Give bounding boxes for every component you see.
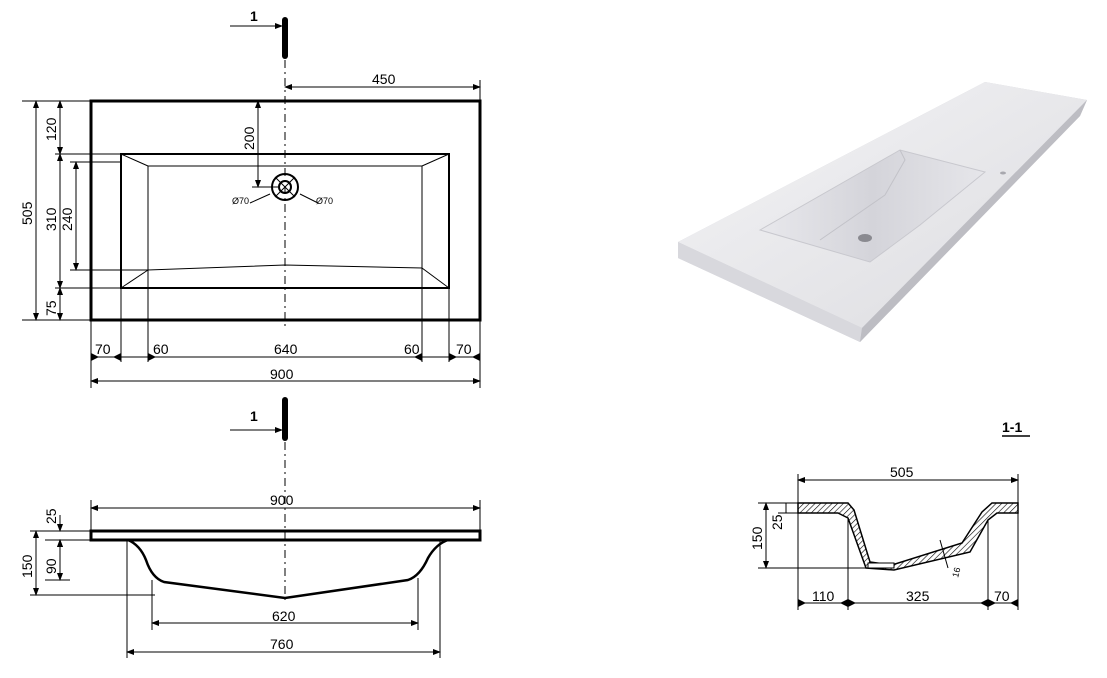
sink-3d-render <box>678 82 1087 342</box>
dim-120: 120 <box>43 117 59 141</box>
section-title: 1-1 <box>1002 419 1022 435</box>
section-marker-label: 1 <box>250 8 258 24</box>
dim-75: 75 <box>43 300 59 316</box>
dim-900-top: 900 <box>270 366 294 382</box>
hole-diameter-right: Ø70 <box>316 196 333 206</box>
dim-90-front: 90 <box>43 558 59 574</box>
front-view: 1 900 150 25 90 620 760 <box>19 397 482 658</box>
drain-hole <box>858 234 872 242</box>
bowl-profile <box>127 538 449 600</box>
dim-60-right: 60 <box>404 341 420 357</box>
dim-200: 200 <box>241 126 257 150</box>
section-profile <box>797 502 1019 571</box>
faucet-hole <box>1000 171 1006 175</box>
dim-150-section: 150 <box>749 526 765 550</box>
dim-325: 325 <box>906 588 930 604</box>
dim-310: 310 <box>43 207 59 231</box>
countertop-slab <box>89 529 482 542</box>
basin-floor <box>147 165 423 271</box>
dim-620: 620 <box>272 608 296 624</box>
dim-640: 640 <box>274 341 298 357</box>
drain-inner <box>278 180 292 194</box>
dim-25-front: 25 <box>43 508 59 524</box>
dim-16: 16 <box>950 566 962 578</box>
dim-760: 760 <box>270 636 294 652</box>
dim-70-left: 70 <box>95 341 111 357</box>
dim-150-front: 150 <box>19 554 35 578</box>
dim-450: 450 <box>372 71 396 87</box>
dim-110: 110 <box>812 588 835 604</box>
dim-25-section: 25 <box>769 514 785 530</box>
basin-recess <box>758 149 987 263</box>
dim-505-section: 505 <box>890 464 914 480</box>
dim-70-right: 70 <box>456 341 472 357</box>
hole-diameter-left: Ø70 <box>232 196 249 206</box>
section-marker-label: 1 <box>250 408 258 424</box>
dim-240: 240 <box>59 207 75 231</box>
dim-505: 505 <box>19 201 35 225</box>
dim-70-section: 70 <box>994 588 1010 604</box>
top-view: 1 Ø70 Ø70 450 200 <box>19 8 482 388</box>
dim-60-left: 60 <box>153 341 169 357</box>
dim-900-front: 900 <box>270 492 294 508</box>
section-1-1: 1-1 505 150 25 16 110 325 70 <box>749 419 1030 610</box>
